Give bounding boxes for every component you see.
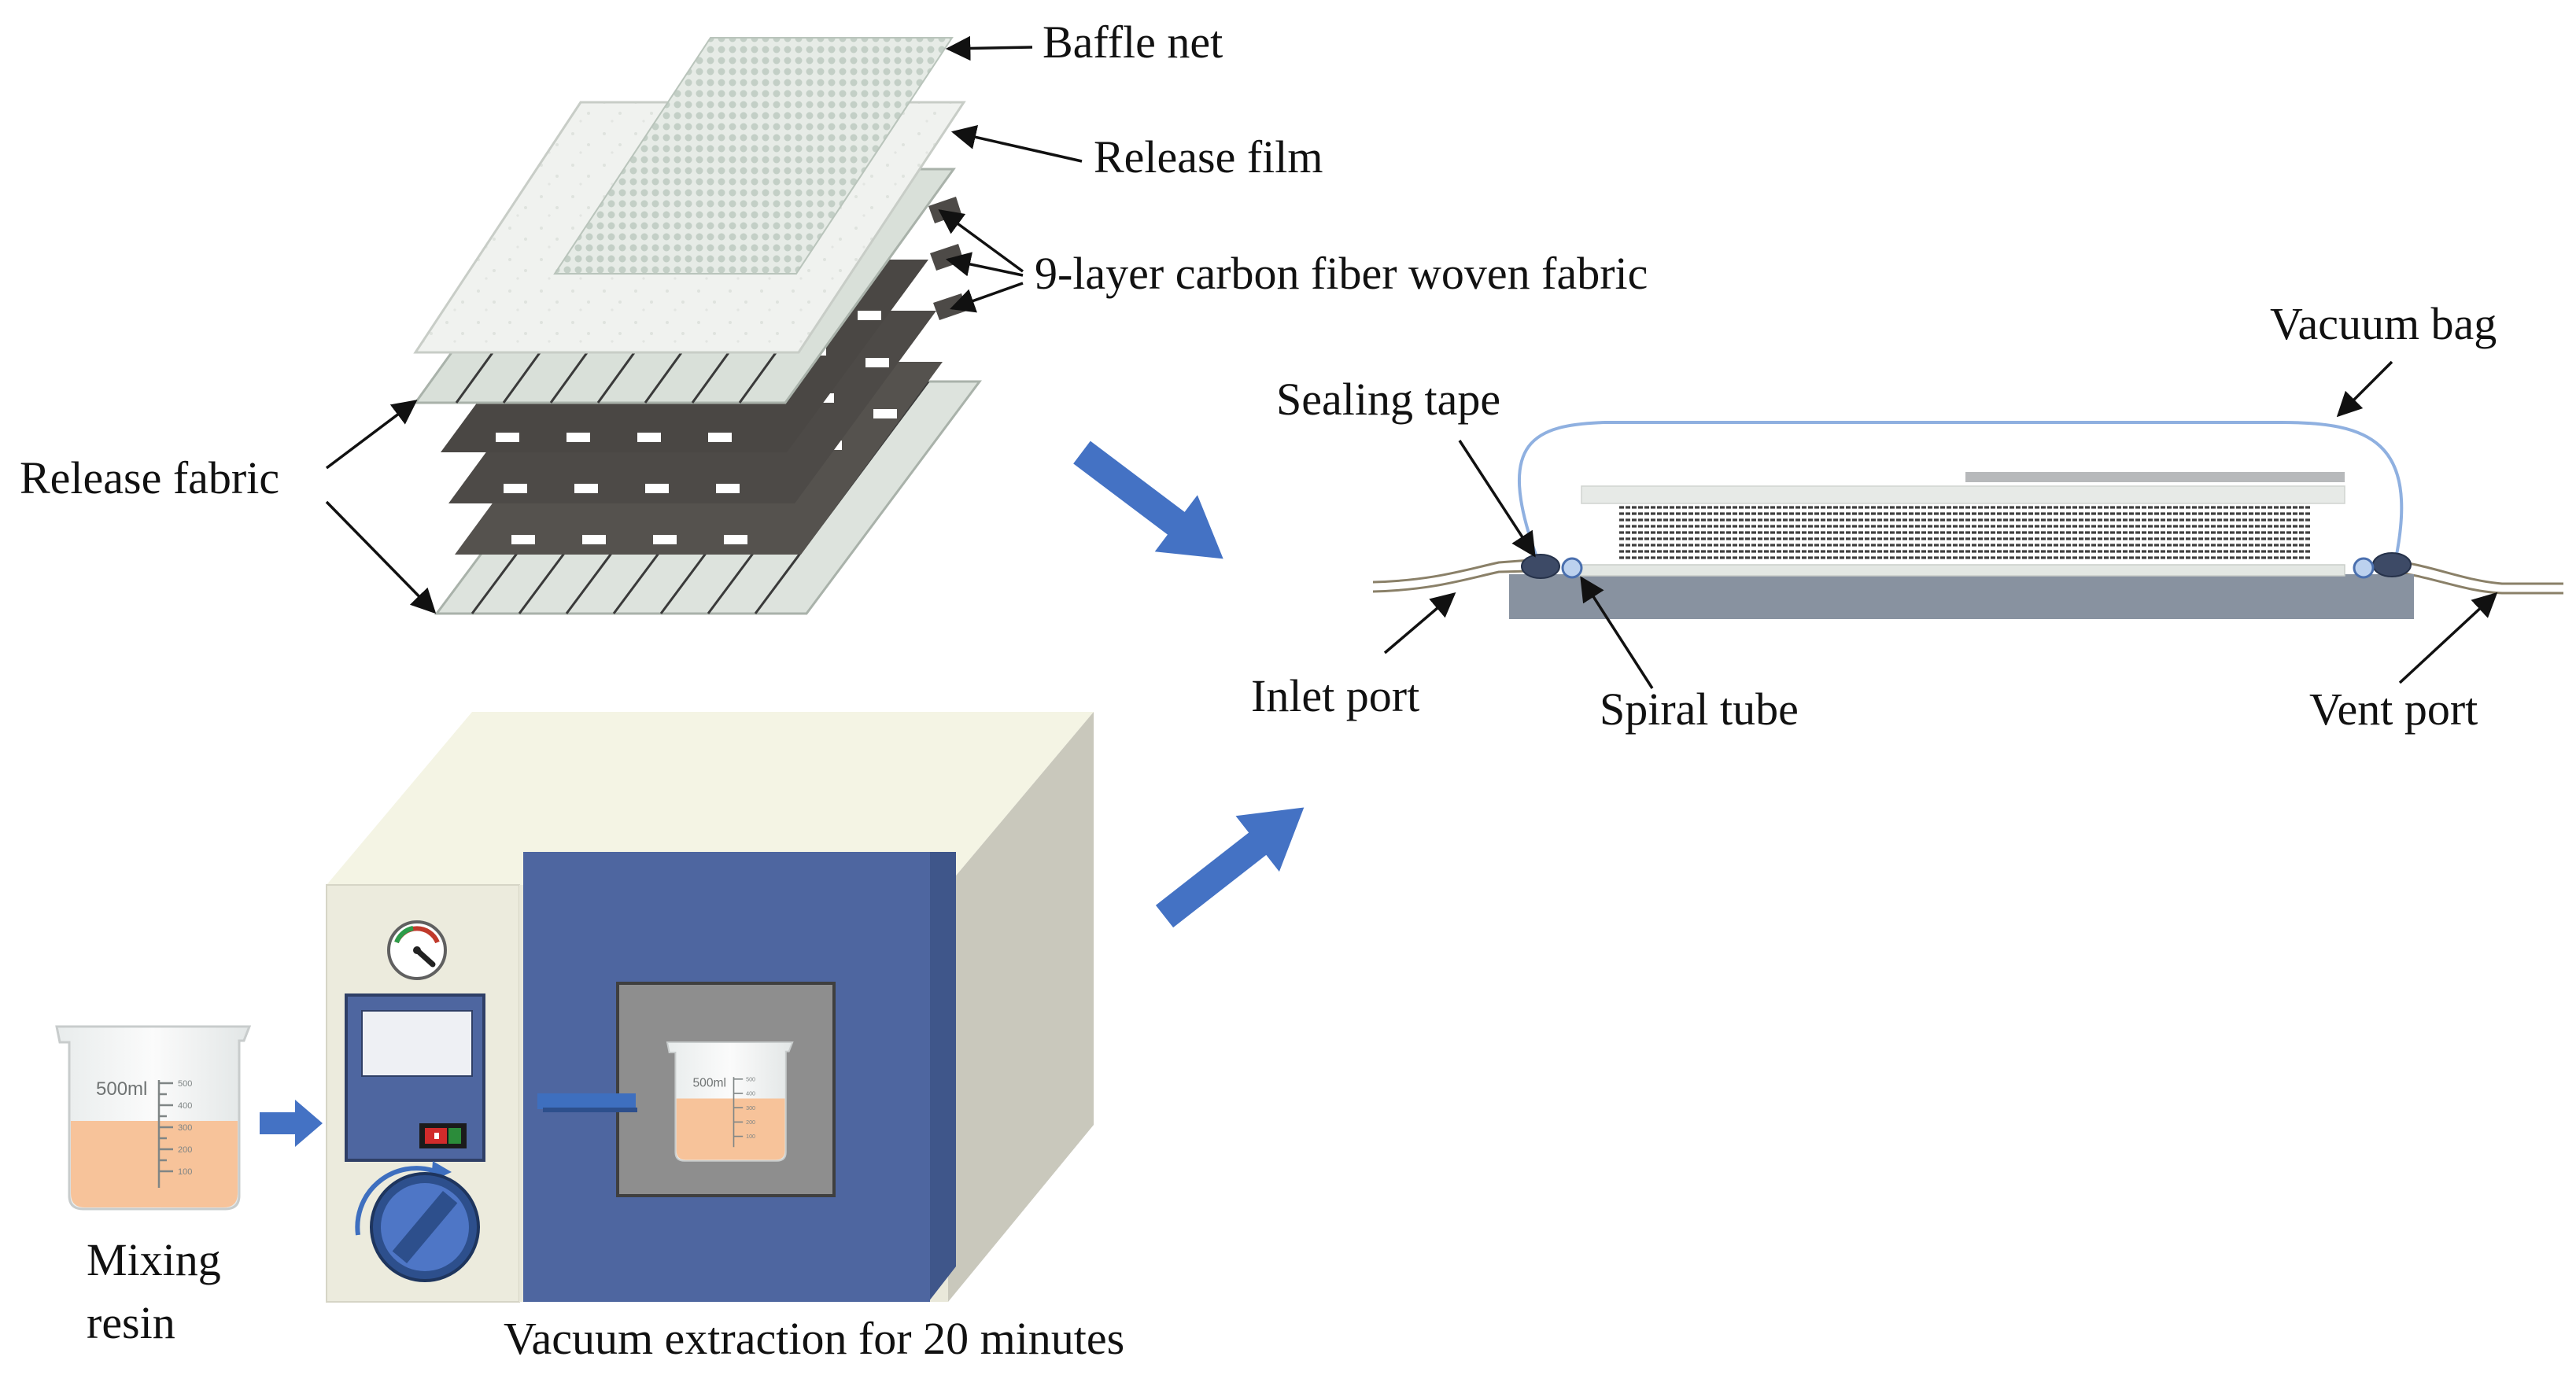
control-box — [345, 993, 485, 1162]
beaker-volume-label: 500ml — [96, 1078, 147, 1100]
lower-release-layer — [1573, 564, 2345, 577]
beaker-tick-500: 500 — [178, 1079, 192, 1089]
layup-leaders — [325, 35, 1083, 614]
label-release-film: Release film — [1094, 131, 1323, 182]
label-mixing-resin-line2: resin — [87, 1297, 175, 1348]
oven-top — [327, 712, 1094, 885]
oven-side — [948, 712, 1094, 1302]
display-screen — [361, 1010, 473, 1077]
oven-beaker-tick-100: 100 — [746, 1134, 755, 1140]
label-baffle-net: Baffle net — [1043, 17, 1223, 68]
oven-beaker-volume-label: 500ml — [693, 1077, 726, 1090]
oven-beaker-tick-400: 400 — [746, 1091, 755, 1097]
spiral-tube-right — [2353, 557, 2375, 579]
laminate-stack — [1619, 503, 2312, 563]
top-release-layer — [1581, 485, 2345, 504]
beaker-in-oven: 500ml 500 400 300 200 100 — [666, 1041, 794, 1162]
vacuum-oven — [326, 712, 1094, 1303]
label-sealing-tape: Sealing tape — [1276, 374, 1501, 425]
label-mixing-resin-line1: Mixing — [87, 1234, 221, 1285]
label-vacuum-bag: Vacuum bag — [2270, 298, 2497, 349]
label-carbon-fabric: 9-layer carbon fiber woven fabric — [1035, 248, 1648, 299]
door-handle — [537, 1093, 636, 1109]
baffle-net-strip — [1965, 472, 2345, 482]
beaker-tick-300: 300 — [178, 1123, 192, 1133]
inlet-tube — [1372, 558, 1531, 593]
pressure-gauge-icon — [387, 920, 447, 980]
label-release-fabric: Release fabric — [20, 452, 280, 503]
sealing-tape-left — [1521, 554, 1560, 579]
oven-beaker-tick-300: 300 — [746, 1105, 755, 1111]
beaker-tick-400: 400 — [178, 1101, 192, 1111]
beaker-tick-100: 100 — [178, 1167, 192, 1177]
oven-beaker-tick-200: 200 — [746, 1119, 755, 1126]
vacuum-bag-assembly — [1372, 421, 2563, 619]
sealing-tape-right — [2372, 552, 2412, 577]
flow-arrows — [260, 441, 1305, 1147]
label-inlet-port: Inlet port — [1251, 670, 1420, 721]
label-spiral-tube: Spiral tube — [1600, 684, 1799, 735]
vent-tube — [2387, 558, 2563, 595]
spiral-tube-left — [1561, 557, 1583, 579]
label-vacuum-extraction: Vacuum extraction for 20 minutes — [504, 1313, 1125, 1364]
bag-leaders — [1383, 360, 2498, 689]
mold-plate — [1509, 574, 2414, 619]
label-vent-port: Vent port — [2309, 684, 2478, 735]
vacuum-bag-film — [1517, 421, 2404, 559]
arrow-layup-to-bag — [1073, 441, 1223, 559]
layup-stack — [413, 37, 982, 615]
arrow-resin-to-oven — [260, 1100, 323, 1147]
beaker-tick-200: 200 — [178, 1145, 192, 1155]
arrow-oven-to-bag — [1155, 807, 1305, 928]
oven-beaker-tick-500: 500 — [746, 1076, 755, 1082]
beaker-mixing-resin: 500ml 500 400 300 200 100 — [55, 1025, 252, 1211]
control-knob-icon[interactable] — [355, 1161, 480, 1282]
